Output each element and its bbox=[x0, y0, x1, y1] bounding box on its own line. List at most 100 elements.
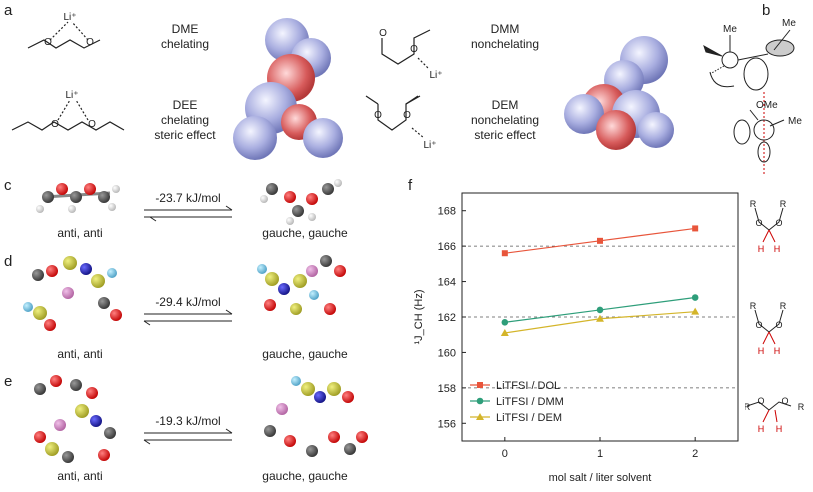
f-struct2-h2: H bbox=[774, 346, 781, 356]
dem-label-block: DEM nonchelating steric effect bbox=[455, 98, 555, 143]
dme-name: DME bbox=[171, 22, 199, 36]
dem-o2: O bbox=[403, 110, 411, 121]
dmm-o2: O bbox=[410, 44, 418, 55]
dmm-label-block: DMM nonchelating bbox=[455, 22, 555, 52]
y-tick-label: 156 bbox=[438, 418, 456, 430]
data-point bbox=[596, 306, 604, 314]
f-struct2-o1: O bbox=[755, 320, 762, 330]
dme-o1: O bbox=[44, 37, 52, 48]
legend-label: LiTFSI / DOL bbox=[496, 380, 560, 392]
mol-e-gauche bbox=[264, 376, 368, 457]
conformer-e-left: anti, anti bbox=[57, 469, 103, 483]
dee-desc1: chelating bbox=[160, 113, 210, 127]
legend-marker bbox=[476, 397, 484, 405]
dee-o2: O bbox=[88, 119, 96, 130]
panel-b-me3: Me bbox=[788, 116, 802, 127]
dmm-li: Li⁺ bbox=[429, 70, 442, 81]
dme-o2: O bbox=[86, 37, 94, 48]
dmm-skeleton bbox=[381, 29, 431, 65]
conformer-d-left: anti, anti bbox=[57, 347, 103, 361]
data-point bbox=[692, 225, 699, 232]
chart-xlabel: mol salt / liter solvent bbox=[549, 472, 652, 484]
conformer-e-right: gauche, gauche bbox=[262, 469, 348, 483]
dme-dee-esp-surface bbox=[233, 18, 343, 160]
panel-b-ome: OMe bbox=[756, 100, 778, 111]
legend-marker bbox=[476, 413, 484, 420]
panel-label-b: b bbox=[762, 2, 771, 19]
dme-label-block: DME chelating bbox=[140, 22, 230, 52]
panel-label-d: d bbox=[4, 253, 13, 270]
mol-d-gauche bbox=[257, 255, 346, 315]
y-tick-label: 158 bbox=[438, 383, 456, 395]
mol-c-gauche bbox=[260, 179, 342, 225]
f-struct3-h2: H bbox=[776, 424, 783, 434]
dem-desc2: steric effect bbox=[474, 128, 536, 142]
panel-label-a: a bbox=[4, 2, 13, 19]
dem-name: DEM bbox=[491, 98, 519, 112]
dee-skeleton bbox=[11, 121, 125, 131]
dem-o1: O bbox=[374, 110, 382, 121]
legend-marker bbox=[477, 382, 483, 388]
chart-ylabel: ¹J_CH (Hz) bbox=[413, 290, 425, 345]
dmm-name: DMM bbox=[490, 22, 520, 36]
data-point bbox=[501, 250, 508, 257]
legend-label: LiTFSI / DMM bbox=[496, 396, 564, 408]
legend-label: LiTFSI / DEM bbox=[496, 412, 562, 424]
y-tick-label: 164 bbox=[438, 277, 456, 289]
f-struct1-o1: O bbox=[755, 218, 762, 228]
conformer-c-right: gauche, gauche bbox=[262, 226, 348, 240]
energy-c: -23.7 kJ/mol bbox=[155, 191, 221, 205]
f-struct3-h1: H bbox=[758, 424, 765, 434]
panel-label-e: e bbox=[4, 373, 13, 390]
dem-desc1: nonchelating bbox=[470, 113, 540, 127]
dee-name: DEE bbox=[172, 98, 198, 112]
dmm-dem-esp-surface bbox=[564, 36, 674, 150]
dmm-o1: O bbox=[379, 28, 387, 39]
f-struct1-r1: R bbox=[750, 199, 757, 209]
y-tick-label: 162 bbox=[438, 312, 456, 324]
f-struct3-r2: R bbox=[798, 402, 805, 412]
conformer-d-right: gauche, gauche bbox=[262, 347, 348, 361]
f-struct3-r1: R bbox=[745, 402, 751, 412]
dem-li: Li⁺ bbox=[423, 140, 436, 151]
equilibrium-arrows bbox=[143, 205, 233, 445]
f-struct1-h2: H bbox=[774, 244, 781, 254]
f-struct2-h1: H bbox=[758, 346, 765, 356]
f-struct1-h1: H bbox=[758, 244, 765, 254]
mol-c-anti bbox=[36, 183, 120, 213]
dme-desc: chelating bbox=[160, 37, 210, 51]
y-tick-label: 160 bbox=[438, 347, 456, 359]
x-tick-label: 0 bbox=[502, 448, 508, 460]
conformer-molecules bbox=[23, 179, 368, 463]
dmm-desc: nonchelating bbox=[470, 37, 540, 51]
panel-a-structures: O O Li⁺ O O Li⁺ O O Li⁺ O O Li⁺ bbox=[11, 12, 443, 151]
data-point bbox=[691, 307, 700, 315]
x-tick-label: 2 bbox=[692, 448, 698, 460]
f-struct3-o1: O bbox=[757, 396, 764, 406]
energy-e: -19.3 kJ/mol bbox=[155, 414, 221, 428]
dee-desc2: steric effect bbox=[154, 128, 216, 142]
mol-d-anti bbox=[23, 256, 122, 331]
panel-label-f: f bbox=[408, 177, 413, 194]
panel-label-c: c bbox=[4, 177, 12, 194]
energy-d: -29.4 kJ/mol bbox=[155, 295, 221, 309]
panel-f-side-structures: R R O O R R O O R R O O H H H H H H bbox=[745, 199, 805, 434]
x-tick-label: 1 bbox=[597, 448, 603, 460]
dme-skeleton bbox=[27, 39, 101, 49]
data-point bbox=[597, 237, 603, 244]
f-struct1-o2: O bbox=[775, 218, 782, 228]
f-struct1-r2: R bbox=[780, 199, 787, 209]
data-point bbox=[596, 314, 604, 322]
dme-li: Li⁺ bbox=[63, 12, 76, 23]
conformer-c-left: anti, anti bbox=[57, 226, 103, 240]
dem-skeleton bbox=[377, 95, 421, 131]
data-point bbox=[691, 294, 699, 301]
f-struct3-o2: O bbox=[781, 396, 788, 406]
dee-li: Li⁺ bbox=[65, 90, 78, 101]
jch-chart: ¹J_CH (Hz) mol salt / liter solvent 156 1… bbox=[413, 192, 739, 484]
dee-o1: O bbox=[51, 119, 59, 130]
panel-b-me2: Me bbox=[782, 18, 796, 29]
f-struct2-o2: O bbox=[775, 320, 782, 330]
dee-label-block: DEE chelating steric effect bbox=[140, 98, 230, 143]
panel-b-me1: Me bbox=[723, 24, 737, 35]
